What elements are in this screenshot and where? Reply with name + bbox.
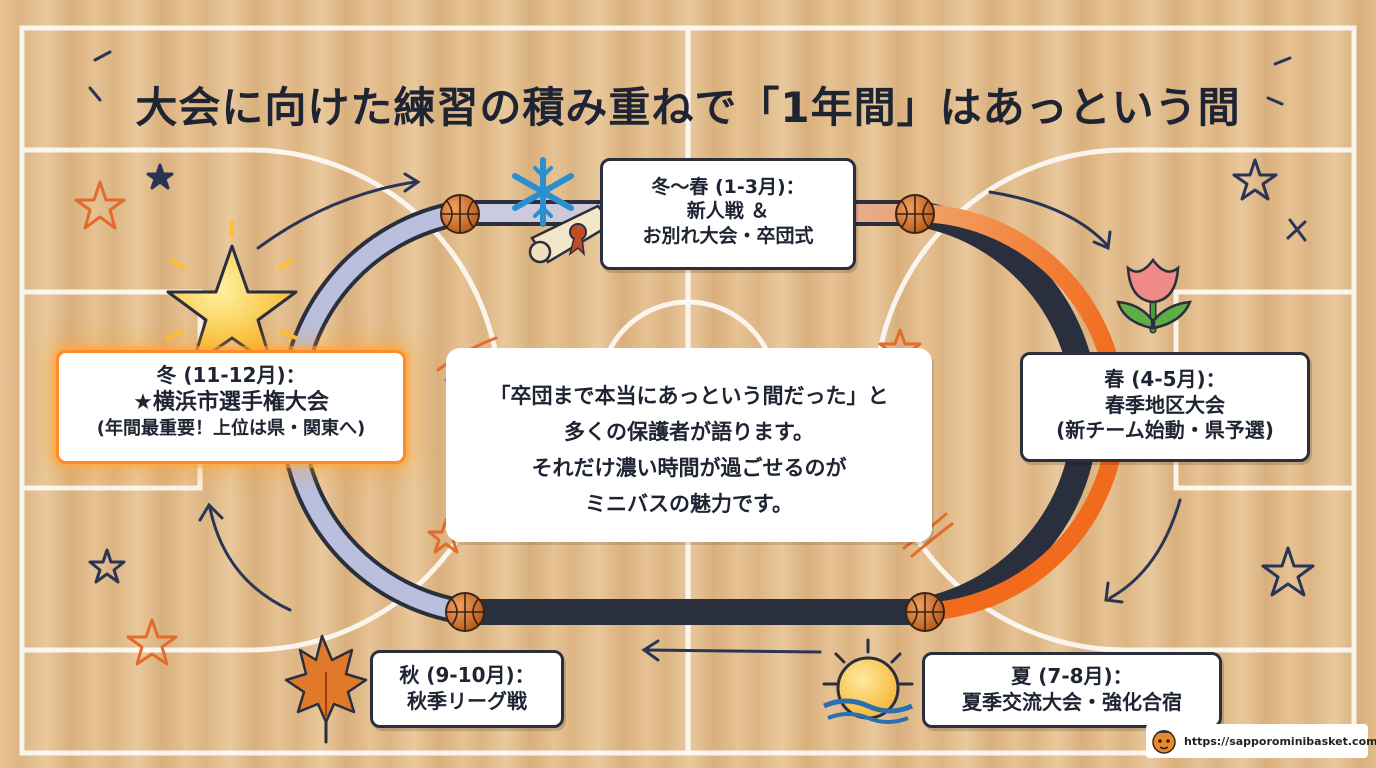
basketball-icon <box>895 194 935 234</box>
season-box-summer: 夏 (7-8月)： 夏季交流大会・強化合宿 <box>922 652 1222 728</box>
deco-star-icon <box>1261 546 1315 597</box>
sun-icon <box>822 638 914 724</box>
season-event: 春季地区大会 <box>1105 392 1225 417</box>
season-box-winter: 冬 (11-12月)： ★横浜市選手権大会 (年間最重要！上位は県・関東へ) <box>56 350 406 464</box>
deco-star-icon <box>88 548 126 584</box>
basketball-icon <box>440 194 480 234</box>
season-period: 春 (4-5月)： <box>1104 367 1226 391</box>
site-url-text[interactable]: https://sapporominibasket.com/ <box>1184 735 1376 748</box>
deco-star-icon <box>146 163 174 190</box>
site-url-badge[interactable]: https://sapporominibasket.com/ <box>1146 724 1376 758</box>
center-message-line: 「卒団まで本当にあっという間だった」と <box>489 384 889 408</box>
deco-star-icon <box>126 618 178 666</box>
season-event: 新人戦 ＆ <box>686 200 770 223</box>
snowflake-icon <box>512 157 574 227</box>
basketball-icon <box>905 592 945 632</box>
season-period: 夏 (7-8月)： <box>1011 664 1133 688</box>
maple-leaf-icon <box>284 634 368 744</box>
mascot-logo-icon <box>1152 730 1176 754</box>
center-message-line: それだけ濃い時間が過ごせるのが <box>531 456 847 480</box>
deco-star-icon <box>1232 158 1278 201</box>
season-period: 秋 (9-10月)： <box>399 663 535 687</box>
diploma-icon <box>528 204 614 264</box>
season-note: (年間最重要！上位は県・関東へ) <box>96 417 366 439</box>
tulip-icon <box>1116 257 1192 334</box>
season-event: 秋季リーグ戦 <box>407 688 527 713</box>
season-period: 冬 (11-12月)： <box>156 363 306 387</box>
center-message-line: 多くの保護者が語ります。 <box>564 420 814 444</box>
center-message-line: ミニバスの魅力です。 <box>585 492 793 516</box>
deco-star-icon <box>74 180 126 230</box>
star-icon <box>166 220 298 368</box>
page-title: 大会に向けた練習の積み重ねで「1年間」はあっという間 <box>135 83 1241 132</box>
season-note: (新チーム始動・県予選) <box>1056 418 1274 443</box>
season-event: 夏季交流大会・強化合宿 <box>962 689 1182 714</box>
center-message-box: 「卒団まで本当にあっという間だった」と 多くの保護者が語ります。 それだけ濃い時… <box>446 348 932 542</box>
season-box-autumn: 秋 (9-10月)： 秋季リーグ戦 <box>370 650 564 728</box>
season-box-winter-spring: 冬〜春 (1-3月)： 新人戦 ＆ お別れ大会・卒団式 <box>600 158 856 270</box>
basketball-icon <box>445 592 485 632</box>
season-event: ★横浜市選手権大会 <box>133 389 329 415</box>
season-box-spring: 春 (4-5月)： 春季地区大会 (新チーム始動・県予選) <box>1020 352 1310 462</box>
season-event: お別れ大会・卒団式 <box>642 224 814 247</box>
season-period: 冬〜春 (1-3月)： <box>651 176 805 198</box>
